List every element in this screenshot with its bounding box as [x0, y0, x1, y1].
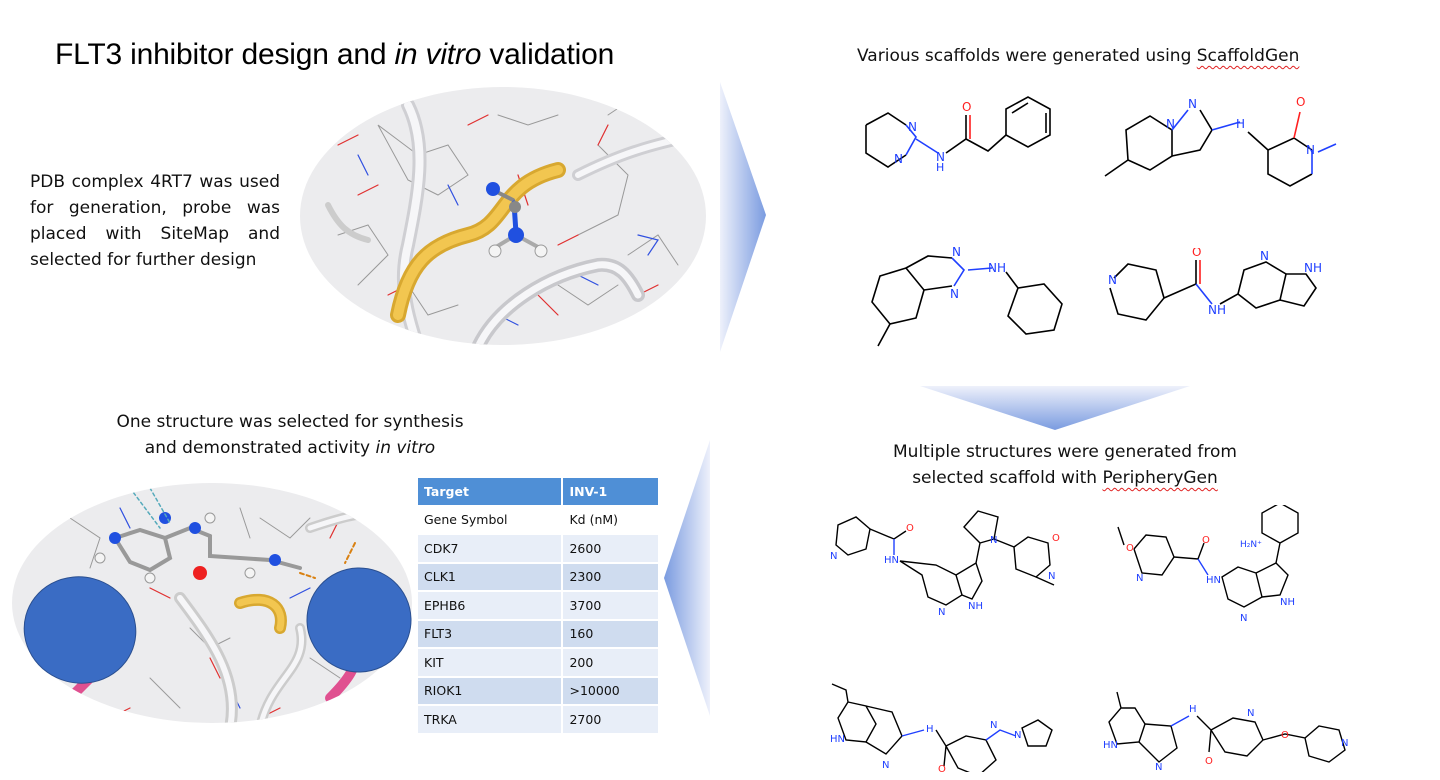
svg-text:NH: NH — [968, 601, 983, 612]
svg-text:N: N — [990, 535, 997, 546]
svg-text:N: N — [938, 607, 945, 615]
redaction-ellipse-right — [306, 567, 412, 673]
svg-text:HN: HN — [884, 555, 899, 566]
peripherygen-tool-name: PeripheryGen — [1102, 468, 1218, 488]
svg-text:O: O — [906, 523, 914, 534]
svg-text:N: N — [936, 150, 945, 164]
svg-text:N: N — [1136, 573, 1143, 584]
svg-text:N: N — [990, 720, 997, 731]
generated-structure-1: N O HN N NH N O N — [830, 510, 1060, 615]
svg-text:NH: NH — [1304, 261, 1322, 275]
redaction-ellipse-left — [23, 576, 137, 684]
svg-text:H: H — [926, 724, 934, 735]
svg-text:NH: NH — [1208, 303, 1226, 317]
svg-text:NH: NH — [988, 261, 1006, 275]
table-subheader-row: Gene Symbol Kd (nM) — [418, 506, 658, 535]
svg-text:N: N — [830, 551, 837, 562]
scaffold-structure-2: N N H O N — [1104, 95, 1337, 187]
arrow-down-icon — [920, 386, 1190, 430]
step1-caption: PDB complex 4RT7 was used for generation… — [30, 172, 280, 270]
svg-text:N: N — [950, 287, 959, 301]
svg-text:N: N — [894, 152, 903, 166]
header-compound: INV-1 — [561, 478, 658, 507]
svg-text:O: O — [1202, 535, 1210, 546]
generated-structure-4: HN N H O N O N — [1103, 691, 1348, 773]
scaffold-structure-3: N N NH — [871, 245, 1063, 347]
generated-structure-2: O N O HN N NH H₂N⁺ — [1117, 505, 1299, 624]
header-target: Target — [418, 478, 562, 507]
svg-text:HN: HN — [1103, 740, 1118, 751]
svg-text:H: H — [1236, 117, 1245, 131]
svg-text:HN: HN — [1206, 575, 1221, 586]
scaffold-structure-4: N O NH N NH — [1108, 248, 1322, 321]
protein-pocket-probe-image — [300, 87, 706, 345]
page-title: FLT3 inhibitor design and in vitro valid… — [55, 38, 615, 71]
svg-text:N: N — [908, 120, 917, 134]
table-header-row: Target INV-1 — [418, 478, 658, 507]
svg-text:N: N — [1341, 738, 1348, 749]
svg-text:O: O — [1205, 756, 1213, 767]
svg-text:N: N — [1108, 273, 1117, 287]
svg-text:N: N — [1014, 730, 1021, 741]
table-row: RIOK1>10000 — [418, 677, 658, 706]
svg-text:O: O — [1281, 730, 1289, 741]
scaffold-structure-1: N N N H O — [865, 96, 1051, 174]
svg-text:HN: HN — [830, 734, 845, 745]
svg-text:N: N — [1260, 249, 1269, 263]
svg-text:N: N — [1240, 613, 1247, 624]
svg-text:NH: NH — [1280, 597, 1295, 608]
svg-text:O: O — [1192, 248, 1201, 259]
svg-text:H₂N⁺: H₂N⁺ — [1240, 540, 1262, 550]
svg-text:N: N — [1188, 97, 1197, 111]
svg-text:O: O — [1052, 533, 1060, 544]
arrow-right-icon — [720, 82, 766, 352]
svg-text:O: O — [962, 100, 971, 114]
svg-text:O: O — [1296, 95, 1305, 109]
svg-text:N: N — [1306, 143, 1315, 157]
protein-ligand-complex-image — [12, 483, 412, 723]
svg-text:N: N — [1155, 762, 1162, 773]
svg-text:N: N — [952, 245, 961, 259]
step3-caption: Multiple structures were generated from … — [893, 442, 1237, 488]
svg-text:N: N — [1247, 708, 1254, 719]
svg-text:O: O — [938, 764, 946, 772]
step2-caption: Various scaffolds were generated using S… — [857, 46, 1300, 66]
svg-text:N: N — [882, 760, 889, 771]
step4-caption: One structure was selected for synthesis… — [116, 412, 464, 458]
arrow-left-icon — [664, 440, 710, 716]
generated-structure-3: HN N H O N N — [830, 683, 1053, 772]
svg-text:H: H — [1189, 704, 1197, 715]
svg-text:H: H — [936, 161, 944, 174]
svg-text:O: O — [1126, 543, 1134, 554]
svg-text:N: N — [1166, 117, 1175, 131]
scaffoldgen-tool-name: ScaffoldGen — [1196, 46, 1300, 66]
svg-text:N: N — [1048, 571, 1055, 582]
